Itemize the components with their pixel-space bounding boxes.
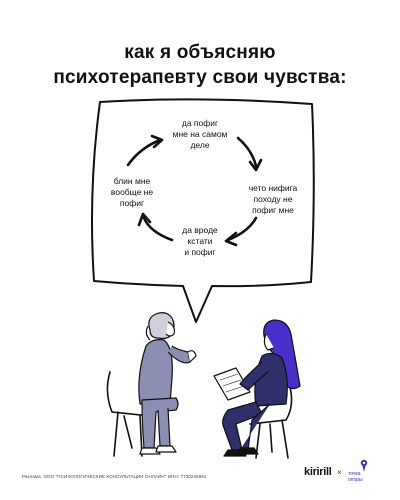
- arrow-bottom-right: [226, 216, 258, 242]
- patient-chair: [249, 379, 293, 459]
- brand-logo-kiririll: kiririll: [304, 466, 332, 478]
- title-line-1: как я объясняю: [124, 42, 276, 63]
- brand-separator: ×: [337, 468, 342, 477]
- cycle-phrase-left: блин мне вообще не пофиг: [110, 176, 154, 208]
- ad-disclaimer: Реклама. ООО "ПСИХОЛОГИЧЕСКИЕ КОНСУЛЬТАЦ…: [22, 474, 207, 479]
- patient-figure: [213, 319, 301, 457]
- arrow-top-right: [236, 136, 258, 168]
- title-line-2: психотерапевту свои чувства:: [53, 67, 347, 88]
- cycle-phrase-right: чето нифига походу не пофиг мне: [248, 183, 298, 215]
- cycle-phrase-top: да пофиг мне на самом деле: [172, 118, 228, 150]
- brand-logo-tochka-opory: точка опоры: [348, 471, 363, 483]
- tochka-opory-logo-icon: [360, 459, 368, 472]
- page-title: как я объясняю психотерапевту свои чувст…: [0, 40, 400, 90]
- speech-bubble: [91, 98, 315, 323]
- cycle-phrase-bottom: да вроде кстати и пофиг: [182, 225, 218, 257]
- cycle-arrows: [126, 134, 263, 247]
- arrow-top-left: [126, 138, 162, 167]
- arrow-bottom-left: [142, 216, 174, 242]
- therapist-figure: [138, 312, 197, 455]
